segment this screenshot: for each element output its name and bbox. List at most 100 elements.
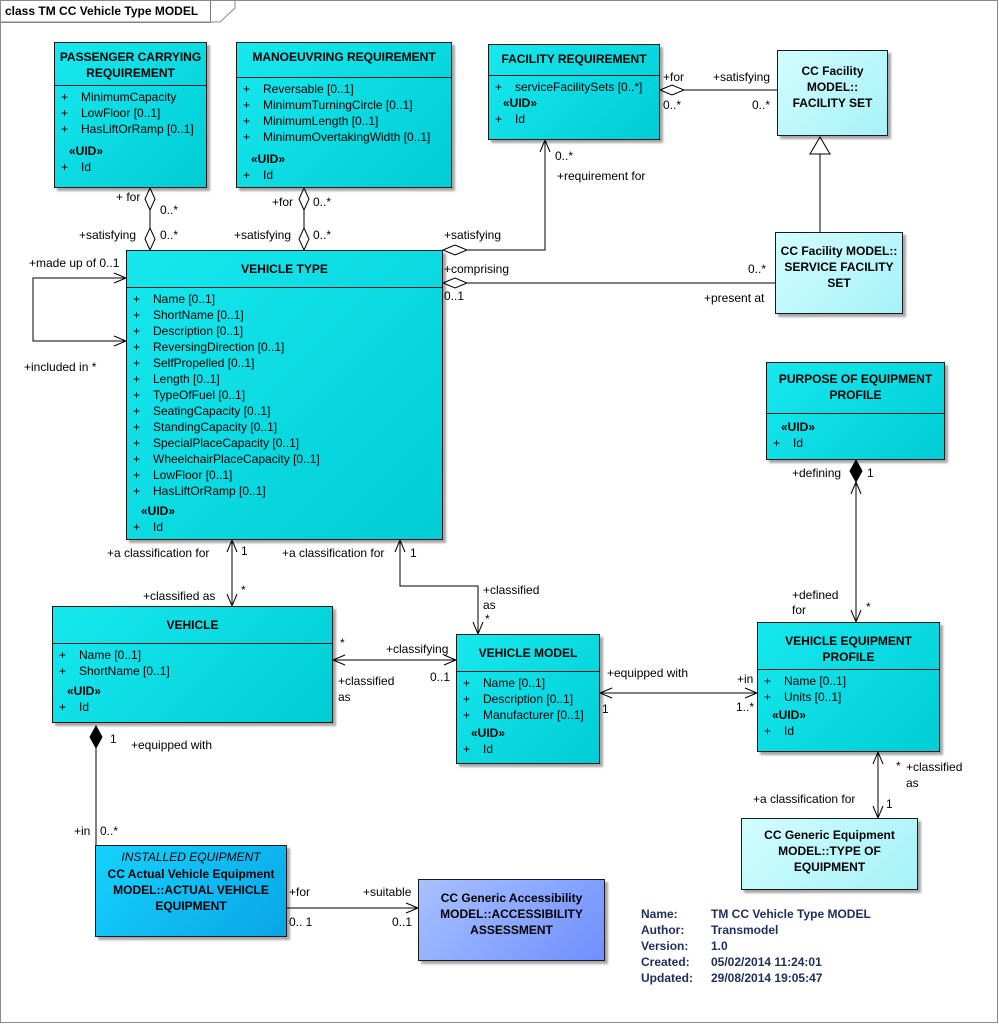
role-label: +classified <box>338 674 395 688</box>
attribute: +MinimumLength [0..1] <box>243 114 379 128</box>
arrow-requirementfor <box>539 138 551 153</box>
role-label: +satisfying <box>79 228 137 242</box>
role-label: +equipped with <box>131 738 213 752</box>
metadata-row: Updated:29/08/2014 19:05:47 <box>641 971 823 985</box>
class-vehicle[interactable]: VEHICLE +Name [0..1] +ShortName [0..1] «… <box>52 606 333 723</box>
role-label: +for <box>663 70 685 84</box>
assoc-vehicletype-self <box>32 277 126 342</box>
uid-stereotype: «UID» <box>69 144 104 158</box>
class-facility-set[interactable]: CC Facility MODEL:: FACILITY SET <box>777 50 888 136</box>
role-label: +a classification for <box>282 546 385 560</box>
multiplicity-label: 1 <box>410 546 417 560</box>
diamond-facilityreq <box>658 84 686 96</box>
id-attribute: +Id <box>773 436 804 450</box>
attribute: +Name [0..1] <box>133 292 216 306</box>
multiplicity-label: 0..* <box>313 228 332 242</box>
id-attribute: +Id <box>463 742 494 756</box>
multiplicity-label: 1 <box>867 466 874 480</box>
class-passenger-carrying-requirement[interactable]: PASSENGER CARRYING REQUIREMENT +MinimumC… <box>54 42 207 188</box>
role-label: +classified <box>906 760 963 774</box>
multiplicity-label: 0..1 <box>430 670 451 684</box>
attribute: +ReversingDirection [0..1] <box>133 340 285 354</box>
role-label: +included in * <box>24 360 97 374</box>
arrow-purpose-up <box>850 480 862 495</box>
class-name: FACILITY REQUIREMENT <box>501 52 647 66</box>
attribute: +WheelchairPlaceCapacity [0..1] <box>133 452 320 466</box>
uid-stereotype: «UID» <box>471 726 506 740</box>
frame-tab-notch <box>0 0 236 23</box>
class-name: VEHICLE MODEL <box>478 646 578 660</box>
multiplicity-label: 1..* <box>736 700 755 714</box>
attribute: +SeatingCapacity [0..1] <box>133 404 271 418</box>
role-label: +equipped with <box>607 666 689 680</box>
role-label: +classifying <box>386 642 449 656</box>
role-label: +defined <box>792 588 839 602</box>
diagram-metadata: Name:TM CC Vehicle Type MODEL Author:Tra… <box>641 906 871 986</box>
generalization-arrowhead <box>809 136 831 155</box>
attribute: +Description [0..1] <box>133 324 244 338</box>
class-installed-equipment[interactable]: INSTALLED EQUIPMENT CC Actual Vehicle Eq… <box>95 845 287 937</box>
role-label: +in <box>74 824 91 838</box>
uid-stereotype: «UID» <box>141 504 176 518</box>
class-vehicle-type[interactable]: VEHICLE TYPE +Name [0..1] +ShortName [0.… <box>126 250 443 540</box>
uid-stereotype: «UID» <box>772 708 807 722</box>
role-label: as <box>906 776 919 790</box>
class-name: VEHICLE TYPE <box>241 262 328 276</box>
diamond-purpose <box>849 458 863 484</box>
multiplicity-label: 0..* <box>160 203 179 217</box>
attribute: +StandingCapacity [0..1] <box>133 420 278 434</box>
uid-stereotype: «UID» <box>67 684 102 698</box>
attribute: +HasLiftOrRamp [0..1] <box>61 122 194 136</box>
id-attribute: +Id <box>133 520 164 534</box>
attribute: +HasLiftOrRamp [0..1] <box>133 484 266 498</box>
role-label: for <box>792 603 807 617</box>
role-label: +requirement for <box>557 169 646 183</box>
diamond-passenger-top <box>144 186 156 212</box>
multiplicity-label: 0..* <box>748 262 767 276</box>
class-stereotype: INSTALLED EQUIPMENT <box>121 850 261 864</box>
multiplicity-label: 0..* <box>313 195 332 209</box>
role-label: as <box>483 598 496 612</box>
uid-stereotype: «UID» <box>781 420 816 434</box>
diamond-manoeuvring-top <box>298 186 310 212</box>
class-facility-requirement[interactable]: FACILITY REQUIREMENT +serviceFacilitySet… <box>488 44 660 140</box>
role-label: + for <box>116 190 141 204</box>
metadata-row: Author:Transmodel <box>641 923 779 937</box>
multiplicity-label: * <box>485 612 490 626</box>
multiplicity-label: 0..1 <box>444 289 465 303</box>
multiplicity-label: 1 <box>241 544 248 558</box>
id-attribute: +Id <box>59 700 90 714</box>
class-manoeuvring-requirement[interactable]: MANOEUVRING REQUIREMENT +Reversable [0..… <box>236 42 452 188</box>
attribute: +LowFloor [0..1] <box>61 106 161 120</box>
role-label: +for <box>272 195 294 209</box>
role-label: +classified as <box>143 589 216 603</box>
attribute: +Name [0..1] <box>764 674 847 688</box>
multiplicity-label: * <box>896 759 901 773</box>
attribute: +MinimumTurningCircle [0..1] <box>243 98 413 112</box>
multiplicity-label: 0..* <box>663 98 682 112</box>
role-label: +a classification for <box>107 546 210 560</box>
role-label: +comprising <box>444 262 510 276</box>
class-service-facility-set[interactable]: CC Facility MODEL:: SERVICE FACILITY SET <box>775 232 903 314</box>
attribute: +Name [0..1] <box>59 648 142 662</box>
role-label: +classified <box>483 583 540 597</box>
role-label: +for <box>289 885 311 899</box>
class-accessibility-assessment[interactable]: CC Generic Accessibility MODEL::ACCESSIB… <box>418 879 605 961</box>
multiplicity-label: 0..* <box>100 824 119 838</box>
role-label: +a classification for <box>753 792 856 806</box>
class-purpose-of-equipment-profile[interactable]: PURPOSE OF EQUIPMENT PROFILE «UID» +Id <box>766 362 945 460</box>
arrow-vt-up <box>226 538 238 553</box>
multiplicity-label: 0..* <box>555 149 574 163</box>
id-attribute: +Id <box>243 168 274 182</box>
class-vehicle-equipment-profile[interactable]: VEHICLE EQUIPMENT PROFILE +Name [0..1] +… <box>757 622 940 752</box>
id-attribute: +Id <box>495 112 526 126</box>
role-label: +suitable <box>363 885 412 899</box>
class-vehicle-model[interactable]: VEHICLE MODEL +Name [0..1] +Description … <box>456 634 600 764</box>
multiplicity-label: * <box>340 636 345 650</box>
class-name: CC Generic Equipment MODEL::TYPE OF EQUI… <box>764 828 895 874</box>
attribute: +SpecialPlaceCapacity [0..1] <box>133 436 300 450</box>
class-type-of-equipment[interactable]: CC Generic Equipment MODEL::TYPE OF EQUI… <box>741 818 918 890</box>
